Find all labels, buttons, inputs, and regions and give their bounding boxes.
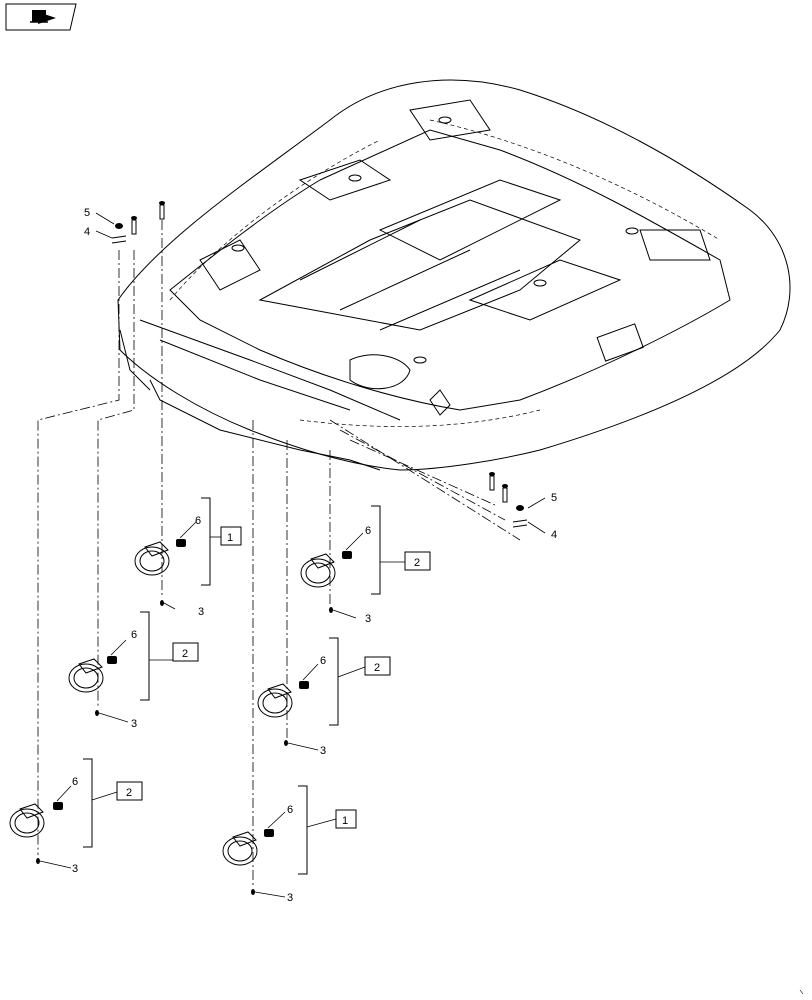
bracket-b (371, 505, 381, 595)
work-light-d (257, 663, 319, 751)
work-light-e (9, 785, 72, 869)
callout-6-a: 6 (195, 515, 201, 527)
box-callout-2-e (116, 781, 143, 801)
callout-4-top: 4 (84, 226, 90, 238)
callout-3-c: 3 (131, 718, 137, 730)
box-callout-2-d-label: 2 (374, 662, 380, 674)
cab-roof-assembly (117, 79, 791, 471)
callout-3-d: 3 (320, 745, 326, 757)
box-callout-1-a-label: 1 (227, 532, 233, 544)
callout-6-e: 6 (72, 776, 78, 788)
fastener-stack-right (489, 472, 546, 534)
box-callout-2-d (364, 656, 391, 676)
callout-6-c: 6 (131, 629, 137, 641)
box-callout-1-a (220, 526, 242, 546)
work-light-a (134, 521, 197, 610)
callout-3-e: 3 (72, 863, 78, 875)
callout-5-bottom: 5 (551, 492, 557, 504)
box-callout-1-f (335, 809, 357, 829)
callout-3-b: 3 (365, 613, 371, 625)
centerline-set (37, 220, 521, 888)
callout-6-d: 6 (320, 655, 326, 667)
box-callout-2-b-label: 2 (414, 557, 420, 569)
bracket-f (298, 785, 308, 875)
callout-3-a: 3 (198, 606, 204, 618)
bracket-d (329, 637, 339, 726)
work-light-b (300, 532, 364, 619)
book-arrow-icon[interactable] (5, 3, 77, 31)
callout-6-b: 6 (365, 525, 371, 537)
work-light-f (222, 811, 286, 898)
callout-3-f: 3 (287, 892, 293, 904)
work-light-c (68, 639, 129, 723)
bracket-e (83, 758, 93, 848)
box-callout-2-c (172, 642, 199, 662)
bracket-a (201, 497, 211, 586)
callout-4-bottom: 4 (551, 529, 557, 541)
callout-5-top: 5 (84, 207, 90, 219)
box-callout-2-e-label: 2 (126, 787, 132, 799)
box-callout-1-f-label: 1 (342, 815, 348, 827)
box-callout-2-c-label: 2 (182, 648, 188, 660)
bracket-c (140, 611, 150, 701)
fastener-stack-left (95, 201, 165, 244)
callout-6-f: 6 (287, 804, 293, 816)
box-callout-2-b (404, 551, 431, 571)
